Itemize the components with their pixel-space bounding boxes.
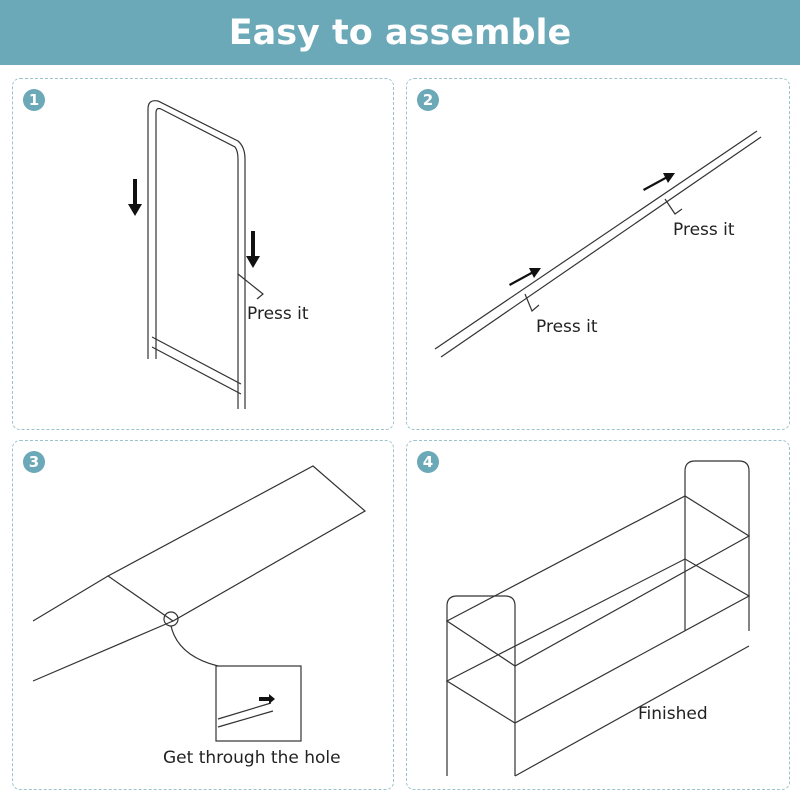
crossbar-illustration (434, 130, 762, 358)
press-it-label-top: Press it (673, 220, 735, 240)
shelf-insert-illustration (32, 465, 367, 742)
step-number-badge: 1 (23, 89, 45, 111)
step-number-badge: 3 (23, 451, 45, 473)
press-it-label-bottom: Press it (536, 317, 598, 337)
finished-rack-illustration (445, 460, 751, 777)
page-title: Easy to assemble (0, 0, 800, 65)
step-4-panel: 4 Finished (406, 440, 790, 790)
step-number-badge: 2 (417, 89, 439, 111)
step-3-panel: 3 Get through the hole (12, 440, 394, 790)
press-it-label: Press it (247, 304, 309, 324)
frame-side-illustration (128, 100, 264, 409)
step-1-panel: 1 Press it (12, 78, 394, 430)
get-through-hole-label: Get through the hole (163, 748, 341, 768)
finished-label: Finished (638, 704, 708, 724)
step-number-badge: 4 (417, 451, 439, 473)
step-2-panel: 2 Press it Press it (406, 78, 790, 430)
